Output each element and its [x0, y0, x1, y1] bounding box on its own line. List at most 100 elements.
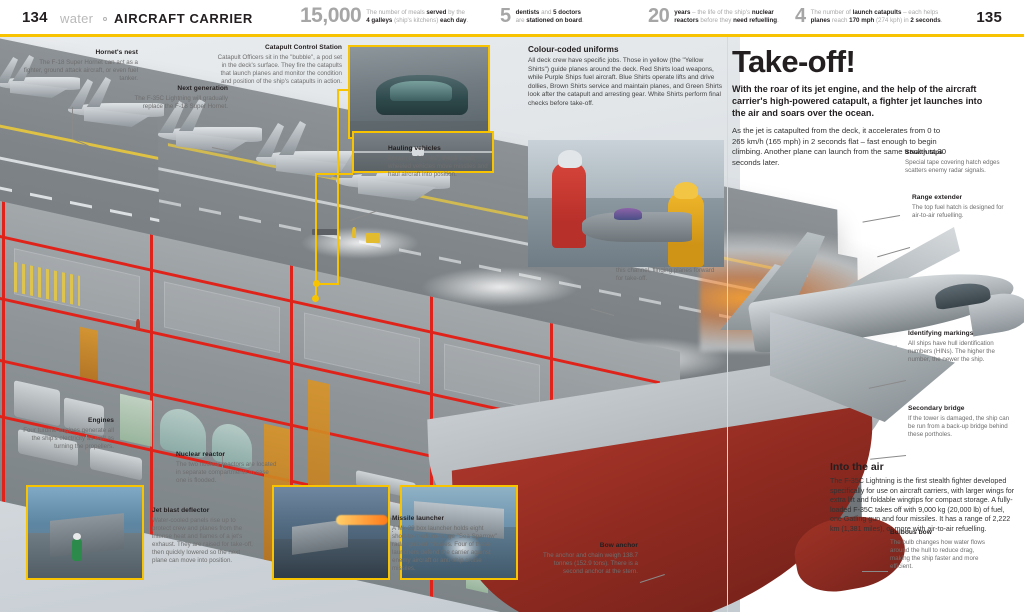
stat-number: 4 [795, 5, 806, 27]
folio-right: 135 [976, 9, 1002, 26]
callout-body: If the tower is damaged, the ship can be… [908, 414, 1010, 438]
callout-title: Next generation [177, 85, 228, 92]
callout-title: Engines [88, 417, 114, 424]
leader-hornets-nest [72, 107, 73, 139]
callout-body: The two nuclear reactors are located in … [176, 460, 277, 484]
page-header: 134 water AIRCRAFT CARRIER 15,000 The nu… [0, 0, 1024, 34]
photo-missile-launcher [272, 485, 390, 580]
leader-missile-launcher [392, 531, 393, 532]
takeoff-heading: Take-off! [732, 44, 856, 79]
callout-title: Catapult Control Station [264, 44, 342, 51]
leader-engines [86, 435, 87, 453]
photo-jet-blast-deflector [26, 485, 144, 580]
callout-catapult-control-station: Catapult Control Station Catapult Office… [214, 44, 342, 86]
callout-bow-anchor: Bow anchor The anchor and chain weigh 13… [534, 542, 638, 576]
callout-title: Stealth tape [905, 149, 943, 156]
folio-left: 134 [22, 9, 48, 26]
parked-jet [0, 55, 86, 101]
callout-title: Hornet's nest [95, 49, 138, 56]
callout-engines: Engines Four turbine engines generate al… [14, 417, 114, 451]
callout-body: Water-cooled panels rise up to protect c… [152, 516, 253, 565]
callout-title: Identifying markings [908, 330, 974, 337]
leader-catapult-control-h2 [316, 283, 338, 285]
illustration-canvas: Hornet's nest The F-18 Super Hornet can … [0, 37, 1024, 612]
callout-range-extender: Range extender The top fuel hatch is des… [912, 194, 1012, 220]
callout-identifying-markings: Identifying markings All ships have hull… [908, 330, 1014, 364]
takeoff-body: As the jet is catapulted from the deck, … [732, 126, 947, 167]
callout-body: The anchor and chain weigh 138.7 tonnes … [543, 551, 638, 575]
takeoff-standfirst: With the roar of its jet engine, and the… [732, 84, 983, 119]
deck-crew-figure [136, 319, 140, 330]
callout-body: The top fuel hatch is designed for air-t… [912, 203, 1004, 219]
leader-catapult-control-v [337, 89, 339, 285]
stat-reactor-life: 20 years – the life of the ship's nuclea… [648, 6, 779, 26]
into-the-air-heading: Into the air [830, 461, 884, 473]
section-category: water [60, 11, 94, 26]
stat-text: The number of launch catapults – each he… [810, 9, 943, 25]
into-the-air-body: The F-35C Lightning is the first stealth… [830, 477, 1015, 533]
callout-title: Bulbous bow [890, 529, 932, 536]
callout-missile-launcher: Missile launcher A Mk-29 box launcher ho… [392, 515, 500, 573]
leader-nuclear-reactor [222, 453, 223, 481]
red-shirt-crew [552, 162, 586, 248]
uniforms-article: Colour-coded uniforms All deck crew have… [528, 45, 723, 109]
parked-jet [62, 77, 172, 129]
callout-title: Bow anchor [599, 542, 638, 549]
uniforms-heading: Colour-coded uniforms [528, 45, 619, 54]
callout-body: The bulb changes how water flows around … [890, 538, 985, 570]
leader-hauling [315, 173, 317, 297]
photo-bow-anchor [400, 485, 518, 580]
anchor-dot-hauling [312, 295, 319, 302]
stat-number: 5 [500, 5, 511, 27]
callout-body: Known as "dollies", these small, wheeled… [388, 154, 488, 178]
callout-next-generation: Next generation The F-35C Lightning will… [118, 85, 228, 111]
callout-title: Jet blast deflector [152, 507, 210, 514]
callout-body: The F-35C Lightning will gradually repla… [134, 94, 228, 110]
yellow-shirt-helmet [674, 182, 698, 199]
uniforms-body: All deck crew have specific jobs. Those … [528, 57, 723, 107]
stat-number: 15,000 [300, 4, 362, 27]
leader-catapult-control [337, 89, 349, 91]
stat-meals: 15,000 The number of meals served by the… [300, 4, 469, 27]
callout-secondary-bridge: Secondary bridge If the tower is damaged… [908, 405, 1010, 439]
deck-dolly [312, 229, 338, 235]
callout-body: Special tape covering hatch edges scatte… [905, 158, 1000, 174]
into-the-air-article: Into the air The F-35C Lightning is the … [830, 461, 1016, 535]
callout-body: The F-18 Super Hornet can act as a fight… [23, 58, 138, 82]
deck-dolly [366, 233, 380, 243]
callout-jet-blast-deflector: Jet blast deflector Water-cooled panels … [152, 507, 256, 565]
callout-bulbous-bow: Bulbous bow The bulb changes how water f… [890, 529, 994, 571]
page-title: AIRCRAFT CARRIER [114, 11, 253, 26]
callout-hornets-nest: Hornet's nest The F-18 Super Hornet can … [20, 49, 138, 83]
callout-title: Nuclear reactor [176, 451, 226, 458]
callout-stealth-tape: Stealth tape Special tape covering hatch… [905, 149, 1009, 175]
stat-catapults: 4 The number of launch catapults – each … [795, 6, 942, 26]
header-rule [0, 34, 1024, 37]
stat-number: 20 [648, 5, 670, 27]
callout-body: Four turbine engines generate all the sh… [23, 426, 114, 450]
photo-catapult-control-station [348, 45, 490, 139]
callout-title: Hauling vehicles [388, 145, 441, 152]
callout-title: Range extender [912, 194, 963, 201]
photo-jet-canopy [614, 208, 642, 220]
photo-deck-crew-uniforms [528, 140, 724, 267]
hero-f35c-lightning [690, 172, 1024, 472]
leader-bulbous-bow [862, 571, 888, 572]
deck-crew-figure [352, 227, 356, 238]
callout-nuclear-reactor: Nuclear reactor The two nuclear reactors… [176, 451, 280, 485]
callout-body: Catapult Officers sit in the "bubble", a… [217, 53, 342, 85]
callout-body: A Mk-29 box launcher holds eight short-t… [392, 524, 497, 573]
callout-hauling-vehicles: Hauling vehicles Known as "dollies", the… [388, 145, 492, 179]
bullet-separator-icon [103, 17, 107, 21]
anchor-dot-catapult [313, 280, 320, 287]
photo-hauling-vehicles [352, 131, 494, 173]
red-shirt-helmet [558, 150, 582, 168]
leader-hauling-h [315, 173, 353, 175]
column-rule-right [727, 37, 728, 612]
callout-body: All ships have hull identification numbe… [908, 339, 995, 363]
